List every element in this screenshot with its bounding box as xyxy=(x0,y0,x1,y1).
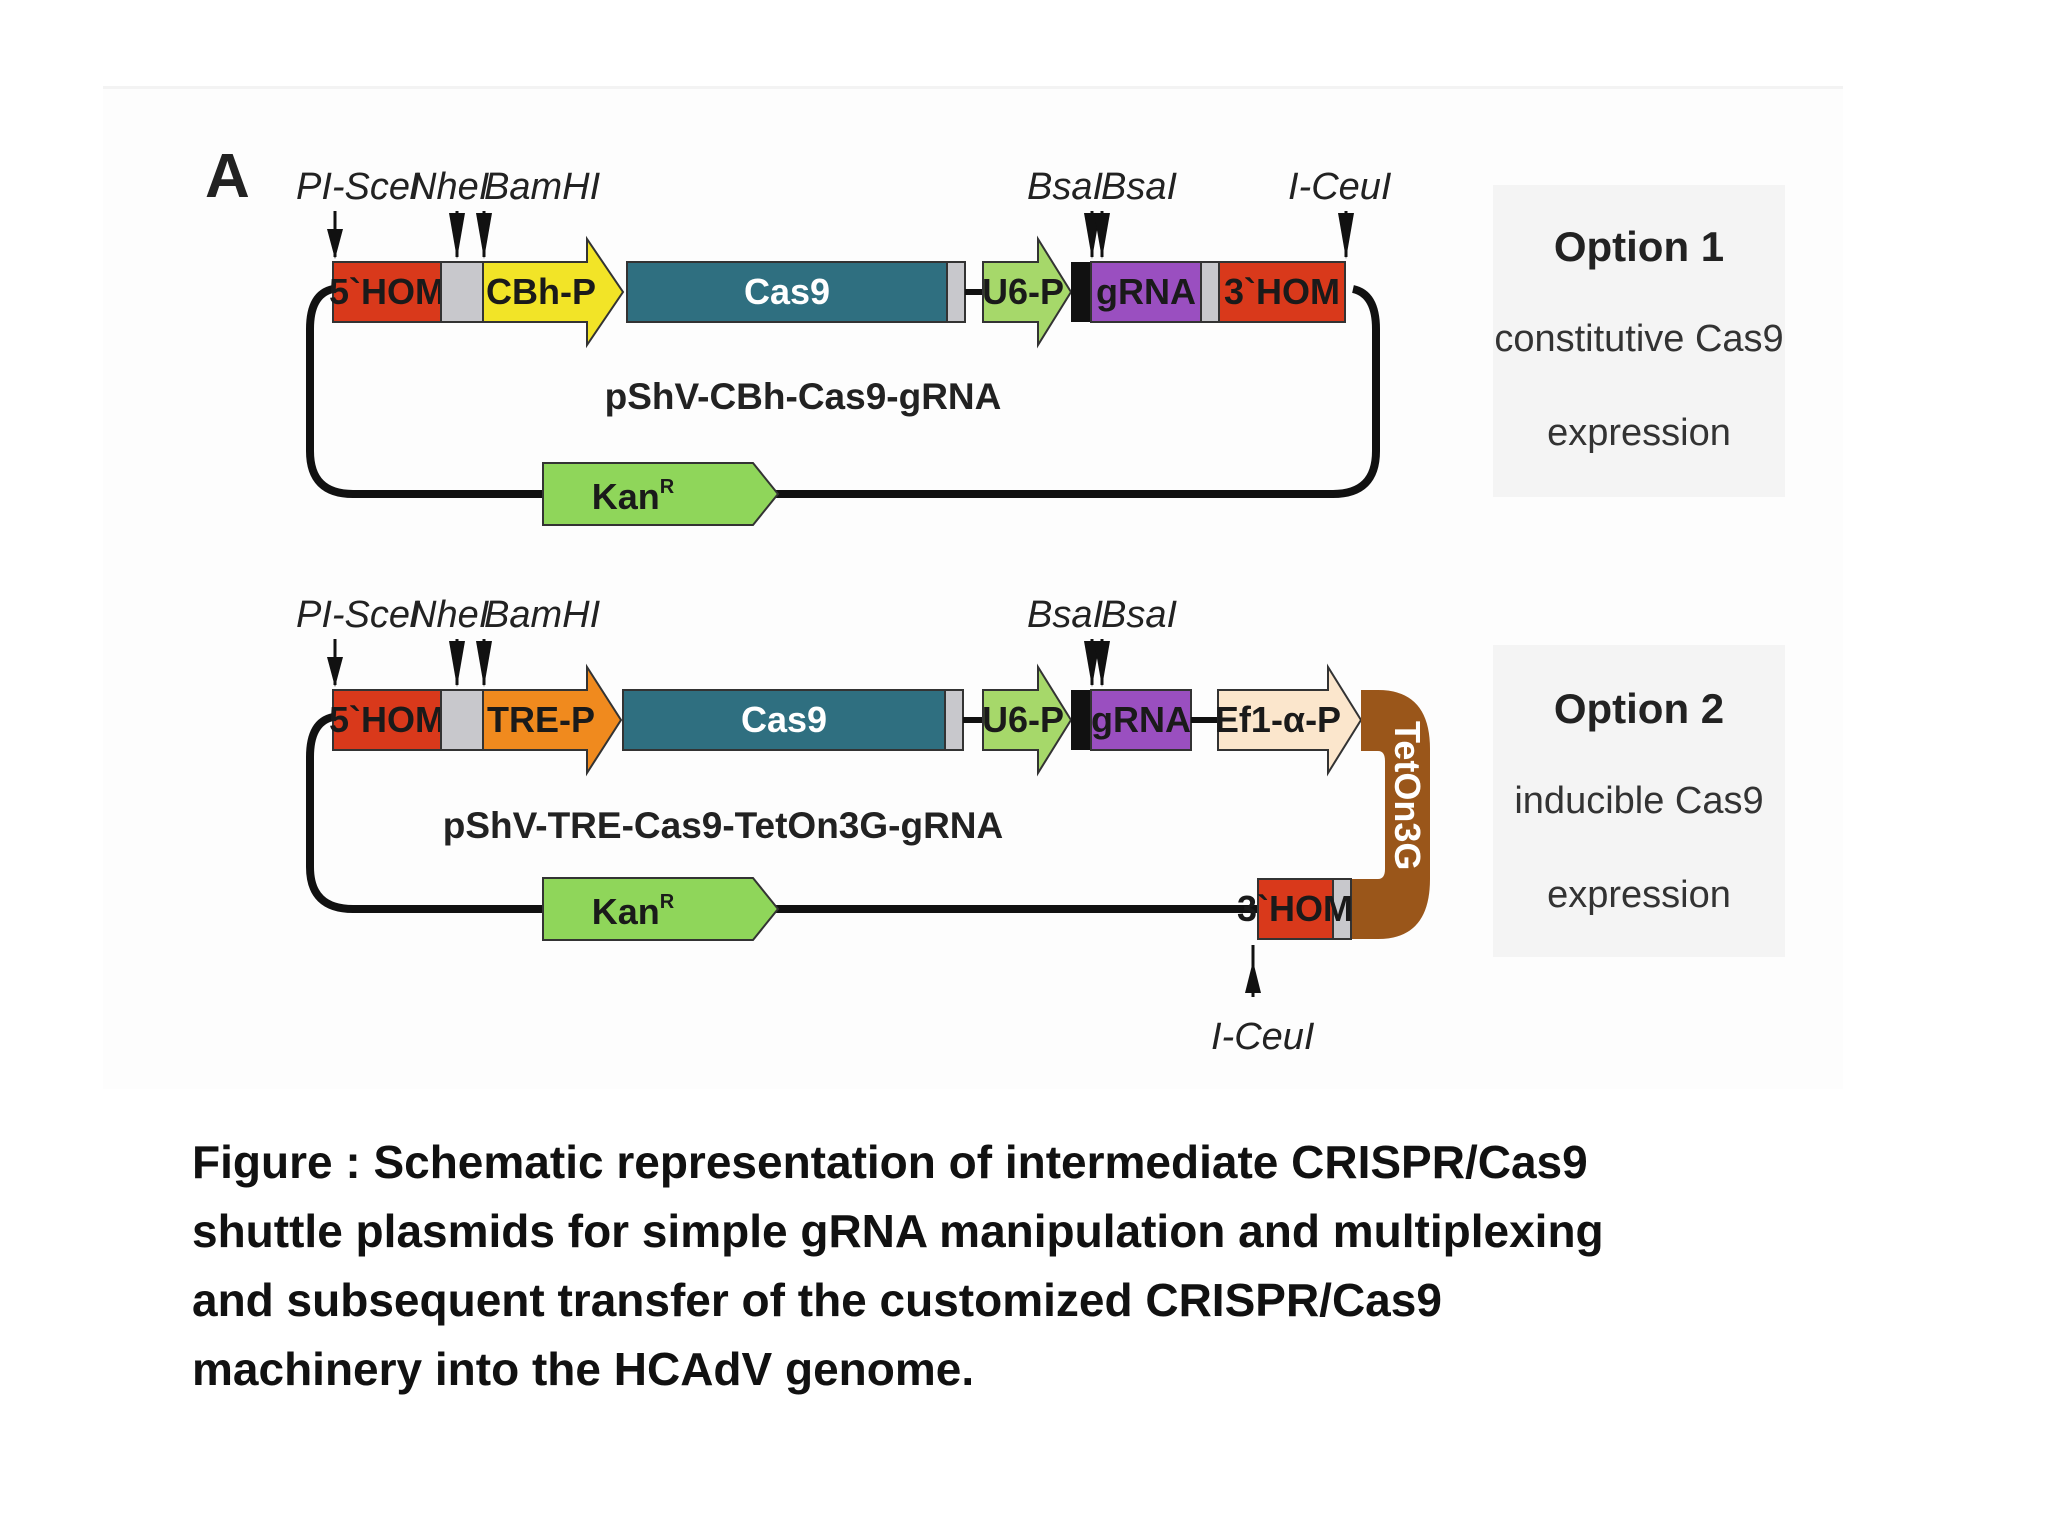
plasmid-1-cas9-tail xyxy=(946,261,966,323)
plasmid-2-grna-label: gRNA xyxy=(1091,699,1191,740)
option-2-box: Option 2 inducible Cas9 expression xyxy=(1493,645,1785,957)
option-1-box: Option 1 constitutive Cas9 expression xyxy=(1493,185,1785,497)
plasmid-1-3hom xyxy=(1218,261,1346,323)
site-label-i-ceui-2: I-CeuI xyxy=(1211,1016,1315,1058)
plasmid-1-cas9-label: Cas9 xyxy=(744,271,830,312)
plasmid-1-grna xyxy=(1090,261,1202,323)
option-1-line1: constitutive Cas9 xyxy=(1494,318,1783,360)
option-2-title: Option 2 xyxy=(1554,685,1724,732)
plasmid-2-ef1-promoter xyxy=(1217,663,1363,777)
option-2-line2: expression xyxy=(1547,874,1731,916)
plasmid-2-u6-promoter xyxy=(982,663,1073,777)
plasmid-1-u6-label: U6-P xyxy=(982,271,1064,312)
site-markers-1 xyxy=(327,211,1354,259)
plasmid-1-name: pShV-CBh-Cas9-gRNA xyxy=(605,376,1002,417)
plasmid-2-teton3g-label: TetOn3G xyxy=(1387,721,1428,870)
plasmid-2: PI-SceI NheI BamHI BsaI BsaI I-CeuI 5`HO… xyxy=(296,594,1430,1058)
plasmid-1-kan xyxy=(542,462,780,526)
caption-line-1: Figure : Schematic representation of int… xyxy=(192,1136,1588,1188)
plasmid-2-kan xyxy=(542,877,780,941)
plasmid-2-u6-label: U6-P xyxy=(982,699,1064,740)
plasmid-2-kan-label: KanR xyxy=(592,891,675,932)
plasmid-1-cas9 xyxy=(626,261,948,323)
figure-panel: A PI-SceI NheI BamHI BsaI BsaI I-CeuI 5`… xyxy=(103,86,1843,1089)
panel-label: A xyxy=(205,142,250,211)
site-label-bamhi-1: BamHI xyxy=(484,166,601,208)
plasmid-2-tre-label: TRE-P xyxy=(487,699,595,740)
site-label-pi-scei-2: PI-SceI xyxy=(296,594,421,636)
plasmid-2-cas9-label: Cas9 xyxy=(741,699,827,740)
plasmid-2-3hom-label: 3`HOM xyxy=(1237,888,1353,929)
option-1-title: Option 1 xyxy=(1554,223,1724,270)
plasmid-2-3hom xyxy=(1257,878,1334,940)
plasmid-2-cas9 xyxy=(622,689,946,751)
caption-line-3: and subsequent transfer of the customize… xyxy=(192,1274,1442,1326)
site-label-pi-scei-1: PI-SceI xyxy=(296,166,421,208)
plasmid-1-5hom xyxy=(332,261,442,323)
site-label-nhei-2: NheI xyxy=(409,594,490,636)
site-label-bamhi-2: BamHI xyxy=(484,594,601,636)
plasmid-2-ef1-label: Ef1-α-P xyxy=(1215,699,1341,740)
plasmid-2-name: pShV-TRE-Cas9-TetOn3G-gRNA xyxy=(443,805,1004,846)
plasmid-1-grna-label: gRNA xyxy=(1096,271,1196,312)
site-label-nhei-1: NheI xyxy=(409,166,490,208)
plasmid-1-cbh-label: CBh-P xyxy=(486,271,596,312)
site-label-bsai-2b: BsaI xyxy=(1101,594,1177,636)
plasmid-2-tre-promoter xyxy=(482,663,623,777)
plasmid-diagram: A PI-SceI NheI BamHI BsaI BsaI I-CeuI 5`… xyxy=(205,142,1785,1058)
option-2-line1: inducible Cas9 xyxy=(1514,780,1763,822)
plasmid-1-3hom-label: 3`HOM xyxy=(1224,271,1340,312)
caption-line-4: machinery into the HCAdV genome. xyxy=(192,1343,975,1395)
plasmid-1-spacer xyxy=(440,261,484,323)
figure-caption: Figure : Schematic representation of int… xyxy=(192,1128,1892,1404)
plasmid-1-u6-promoter xyxy=(982,235,1073,349)
plasmid-2-backbone xyxy=(306,713,1258,913)
site-label-bsai-1b: BsaI xyxy=(1101,166,1177,208)
plasmid-2-grna xyxy=(1090,689,1192,751)
caption-line-2: shuttle plasmids for simple gRNA manipul… xyxy=(192,1205,1604,1257)
site-label-bsai-2a: BsaI xyxy=(1027,594,1103,636)
site-label-i-ceui-1: I-CeuI xyxy=(1288,166,1392,208)
option-1-line2: expression xyxy=(1547,412,1731,454)
site-markers-2 xyxy=(327,639,1261,997)
plasmid-2-teton3g xyxy=(1351,690,1430,939)
plasmid-1-kan-label: KanR xyxy=(592,476,675,517)
plasmid-2-5hom xyxy=(332,689,442,751)
plasmid-1-cbh-promoter xyxy=(482,235,625,349)
plasmid-1-5hom-label: 5`HOM xyxy=(329,271,445,312)
plasmid-1: PI-SceI NheI BamHI BsaI BsaI I-CeuI 5`HO… xyxy=(296,166,1392,526)
plasmid-1-backbone xyxy=(306,285,1380,498)
plasmid-2-5hom-label: 5`HOM xyxy=(329,699,445,740)
site-label-bsai-1a: BsaI xyxy=(1027,166,1103,208)
